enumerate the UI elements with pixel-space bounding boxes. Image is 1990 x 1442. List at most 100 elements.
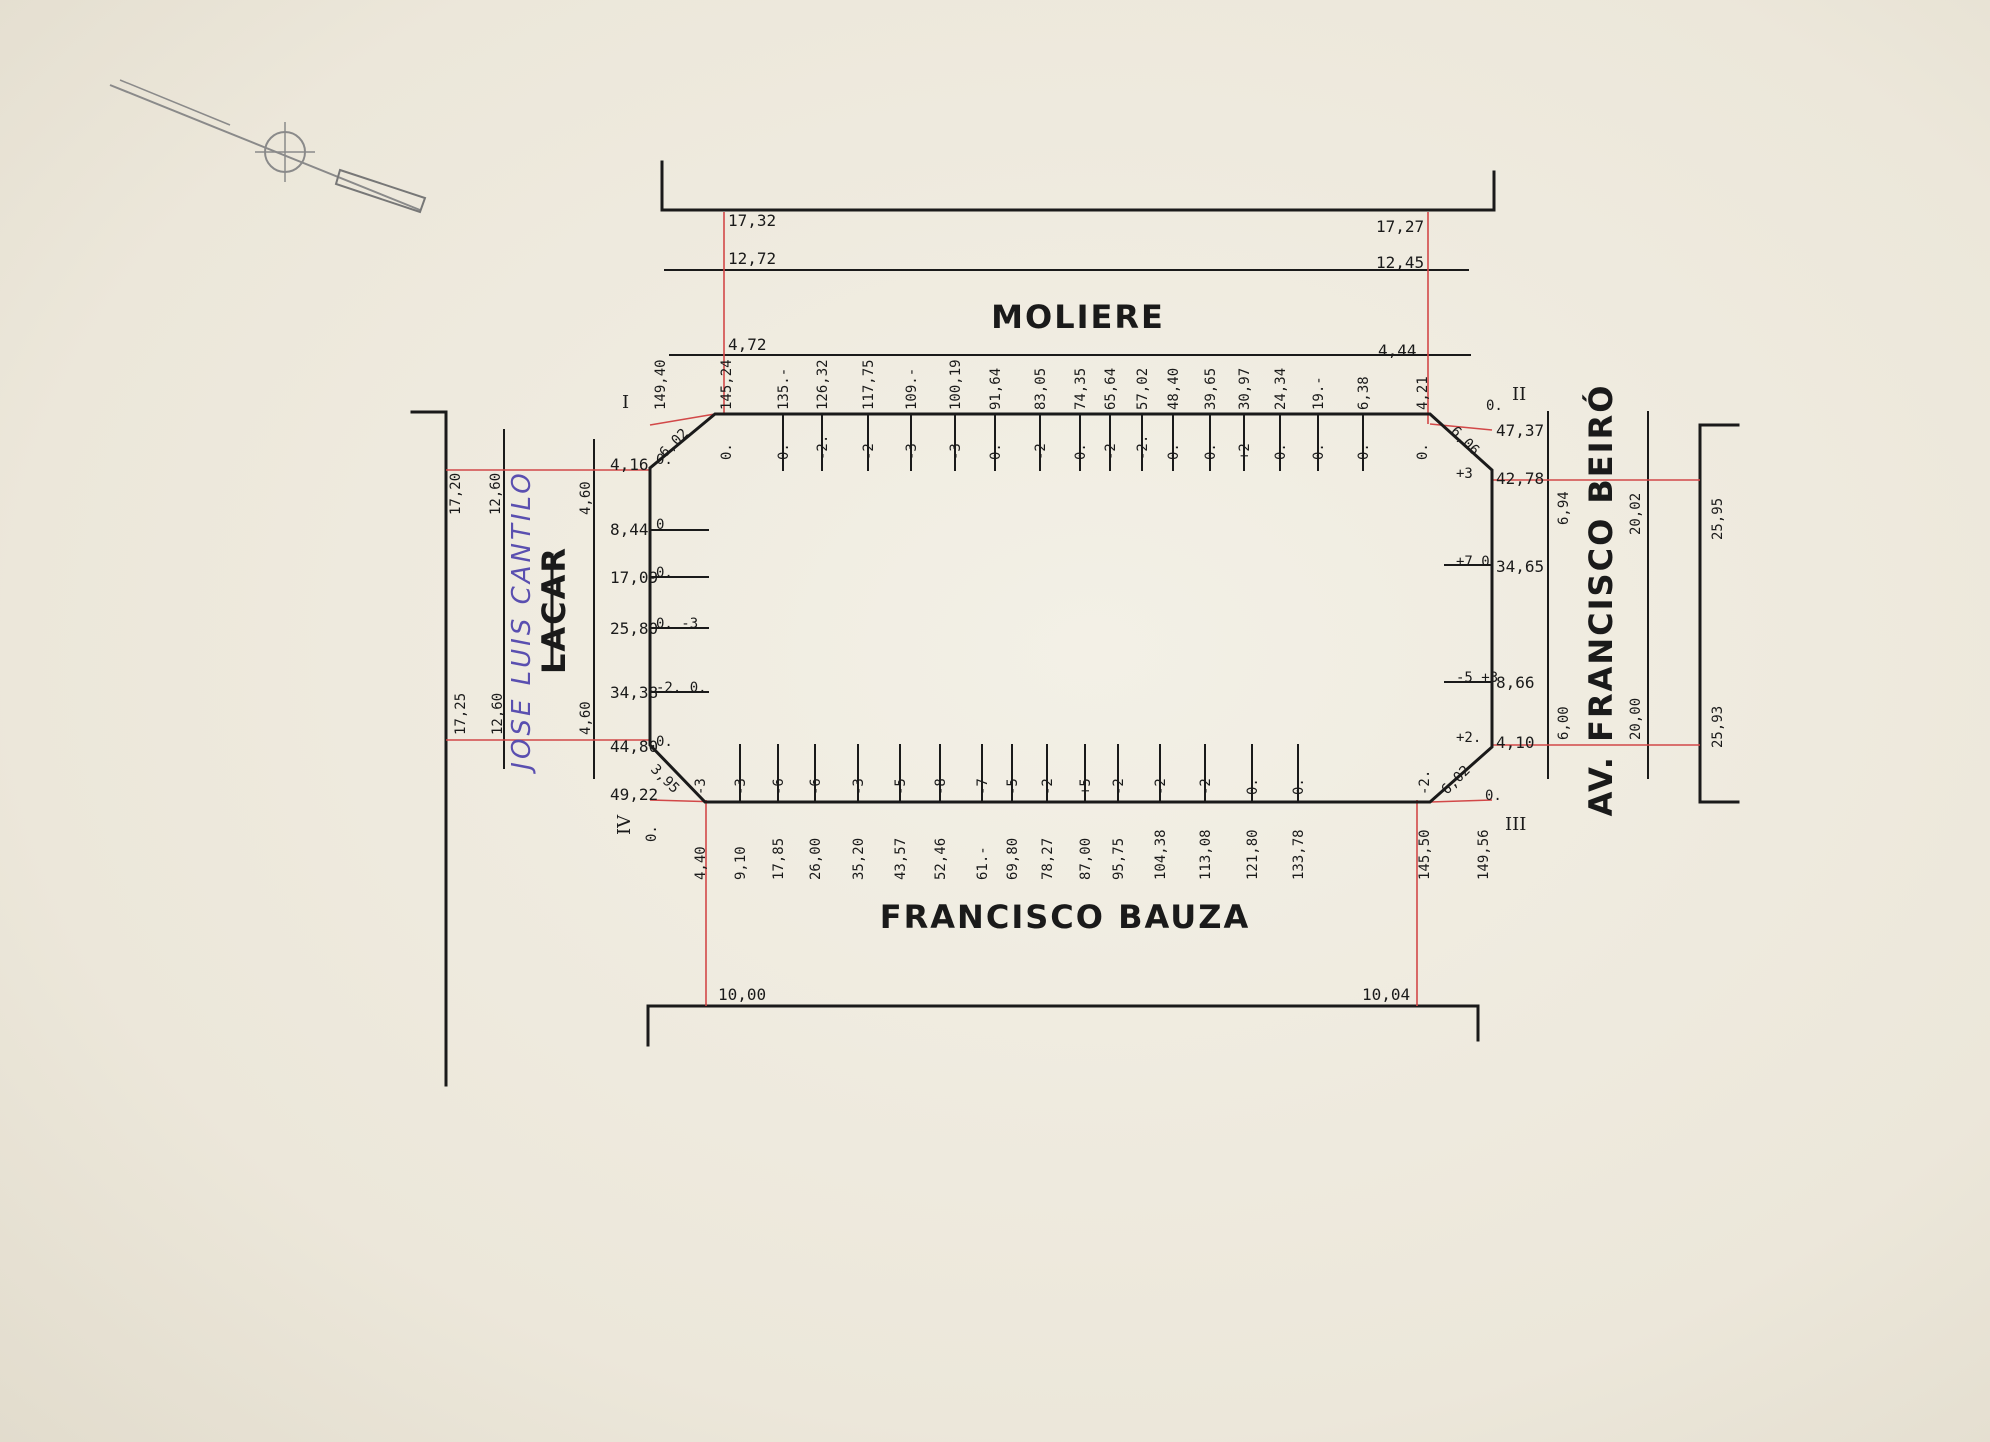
top-edge-distance: 30,97 bbox=[1237, 368, 1253, 410]
top-edge-level: 0. bbox=[1203, 443, 1219, 460]
bottom-edge-distance: 61.- bbox=[975, 846, 991, 880]
street-name-left-new: JOSE LUIS CANTILO bbox=[507, 470, 537, 774]
bottom-edge-labels: 4,40-39,10-317,85-626,00-635,20-343,57-5… bbox=[693, 770, 1492, 880]
top-edge-distance: 83,05 bbox=[1033, 368, 1049, 410]
street-boundary-lines bbox=[410, 160, 1740, 1087]
right-width-top-3: 25,95 bbox=[1710, 498, 1726, 540]
bottom-edge-level: -2. bbox=[1417, 770, 1433, 795]
bottom-edge-level: -3 bbox=[693, 778, 709, 795]
bottom-edge-level: -8 bbox=[933, 778, 949, 795]
bottom-edge-ticks bbox=[739, 744, 1299, 803]
top-edge-level: 0. bbox=[776, 443, 792, 460]
top-width-left-2: 12,72 bbox=[728, 249, 776, 268]
bottom-edge-distance: 87,00 bbox=[1078, 838, 1094, 880]
top-edge-level: -3 bbox=[904, 443, 920, 460]
bottom-edge-level: -2 bbox=[1198, 778, 1214, 795]
top-edge-level: 0. bbox=[1273, 443, 1289, 460]
right-edge-distance: 8,66 bbox=[1496, 673, 1535, 692]
corner-IV-zero: 0. bbox=[644, 825, 660, 842]
right-edge-level: +3 bbox=[1456, 466, 1473, 482]
top-edge-distance: 19.- bbox=[1311, 376, 1327, 410]
top-edge-level: -2. bbox=[1135, 435, 1151, 460]
bottom-edge-distance: 52,46 bbox=[933, 838, 949, 880]
right-edge-distance: 42,78 bbox=[1496, 469, 1544, 488]
left-width-bottom-1: 17,25 bbox=[453, 693, 469, 735]
top-edge-level: -2 bbox=[1103, 443, 1119, 460]
left-edge-distance: 25,80 bbox=[610, 619, 658, 638]
bottom-edge-distance: 145,50 bbox=[1417, 829, 1433, 880]
left-width-top-3: 4,60 bbox=[578, 481, 594, 515]
bottom-edge-distance: 9,10 bbox=[733, 846, 749, 880]
top-width-right-1: 17,27 bbox=[1376, 217, 1424, 236]
top-edge-distance: 145,24 bbox=[719, 359, 735, 410]
right-width-bottom-2: 20,00 bbox=[1628, 698, 1644, 740]
right-edge-distance: 4,10 bbox=[1496, 733, 1535, 752]
top-edge-level: -2 bbox=[861, 443, 877, 460]
corner-III-zero: 0. bbox=[1485, 788, 1502, 804]
bottom-edge-distance: 133,78 bbox=[1291, 829, 1307, 880]
top-edge-level: +2 bbox=[1237, 443, 1253, 460]
top-edge-distance: 126,32 bbox=[815, 359, 831, 410]
bottom-edge-distance: 95,75 bbox=[1111, 838, 1127, 880]
top-edge-distance: 57,02 bbox=[1135, 368, 1151, 410]
left-edge-level: 0. bbox=[656, 452, 673, 468]
top-edge-distance: 48,40 bbox=[1166, 368, 1182, 410]
corner-label-III: III bbox=[1505, 814, 1526, 835]
top-edge-distance: 109.- bbox=[904, 368, 920, 410]
top-edge-distance: 65,64 bbox=[1103, 368, 1119, 410]
right-edge-level: +2. bbox=[1456, 730, 1481, 746]
top-edge-level: -2. bbox=[815, 435, 831, 460]
right-width-bottom-3: 25,93 bbox=[1710, 706, 1726, 748]
bottom-edge-level: -3 bbox=[851, 778, 867, 795]
bottom-edge-level: -3 bbox=[733, 778, 749, 795]
left-edge-distance: 44,80 bbox=[610, 737, 658, 756]
top-edge-distance: 74,35 bbox=[1073, 368, 1089, 410]
left-edge-distance: 17,09 bbox=[610, 568, 658, 587]
bottom-edge-level: -2 bbox=[1040, 778, 1056, 795]
bottom-edge-distance: 43,57 bbox=[893, 838, 909, 880]
right-edge-distance: 34,65 bbox=[1496, 557, 1544, 576]
building-lines bbox=[503, 269, 1649, 779]
top-edge-level: -2 bbox=[1033, 443, 1049, 460]
bottom-edge-distance: 4,40 bbox=[693, 846, 709, 880]
street-name-left-old: LACAR bbox=[535, 546, 573, 674]
top-edge-level: -3 bbox=[948, 443, 964, 460]
bottom-edge-distance: 104,38 bbox=[1153, 829, 1169, 880]
right-edge-distance: 47,37 bbox=[1496, 421, 1544, 440]
bottom-edge-distance: 121,80 bbox=[1245, 829, 1261, 880]
bottom-edge-level: -7 bbox=[975, 778, 991, 795]
bottom-edge-level: +5 bbox=[1078, 778, 1094, 795]
right-edge-ticks bbox=[1444, 564, 1493, 683]
top-edge-level: 0. bbox=[1415, 443, 1431, 460]
left-edge-distance: 4,16 bbox=[610, 455, 649, 474]
left-edge-level: 0. -3 bbox=[656, 616, 698, 632]
bottom-edge-level: 0. bbox=[1291, 778, 1307, 795]
bottom-edge-level: -5 bbox=[893, 778, 909, 795]
bottom-edge-distance: 149,56 bbox=[1476, 829, 1492, 880]
top-width-left-1: 17,32 bbox=[728, 211, 776, 230]
left-width-top-2: 12,60 bbox=[488, 473, 504, 515]
right-edge-level: +7 0 bbox=[1456, 554, 1490, 570]
bottom-edge-level: -6 bbox=[808, 778, 824, 795]
bottom-width-right: 10,04 bbox=[1362, 985, 1410, 1004]
right-width-bottom-1: 6,00 bbox=[1556, 706, 1572, 740]
top-edge-level: 0. bbox=[988, 443, 1004, 460]
left-edge-level: 0 bbox=[656, 517, 664, 533]
corner-II-zero: 0. bbox=[1486, 398, 1503, 414]
left-width-top-1: 17,20 bbox=[448, 473, 464, 515]
top-edge-level: 0. bbox=[1166, 443, 1182, 460]
top-edge-level: 0. bbox=[1311, 443, 1327, 460]
left-width-bottom-3: 4,60 bbox=[578, 701, 594, 735]
bottom-edge-level: -2 bbox=[1111, 778, 1127, 795]
top-edge-distance: 100,19 bbox=[948, 359, 964, 410]
top-edge-level: 0. bbox=[719, 443, 735, 460]
top-edge-distance: 117,75 bbox=[861, 359, 877, 410]
top-edge-distance: 6,38 bbox=[1356, 376, 1372, 410]
left-edge-distance: 34,38 bbox=[610, 683, 658, 702]
top-edge-distance: 149,40 bbox=[653, 359, 669, 410]
bottom-edge-distance: 17,85 bbox=[771, 838, 787, 880]
